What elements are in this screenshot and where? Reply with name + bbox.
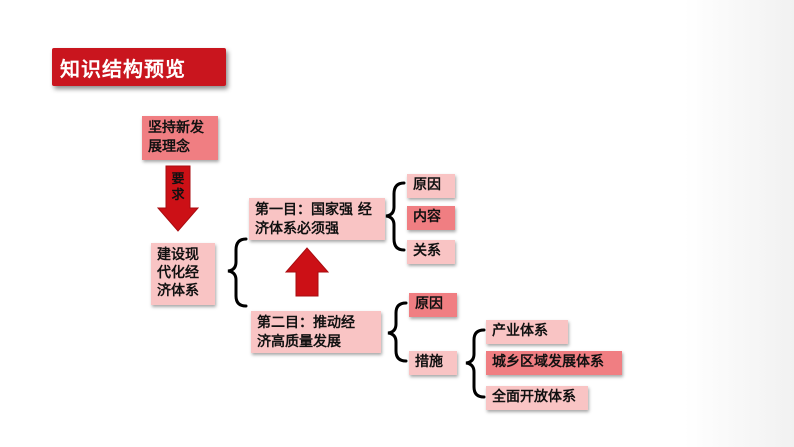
bracket-section2	[387, 301, 408, 363]
down-arrow-icon	[156, 165, 200, 232]
node-open-system: 全面开放体系	[486, 386, 588, 410]
node-s1-relation: 关系	[407, 240, 455, 264]
bracket-economy	[227, 237, 248, 308]
background-gradient	[684, 0, 794, 447]
node-s1-reason: 原因	[407, 174, 455, 198]
node-s1-content: 内容	[407, 206, 455, 230]
node-new-development-idea: 坚持新发 展理念	[142, 116, 218, 160]
title-banner: 知识结构预览	[52, 48, 226, 86]
node-section-2: 第二目：推动经 济高质量发展	[251, 311, 381, 353]
up-arrow-icon	[284, 247, 330, 297]
node-industry-system: 产业体系	[486, 320, 568, 344]
node-modern-economy: 建设现 代化经 济体系	[151, 243, 215, 305]
require-label: 要 求	[171, 172, 185, 203]
node-urban-rural-system: 城乡区域发展体系	[486, 351, 622, 375]
bracket-section1	[385, 181, 406, 252]
bracket-measures	[465, 328, 486, 399]
node-section-1: 第一目：国家强 经 济体系必须强	[249, 198, 385, 240]
node-s2-measures: 措施	[409, 351, 457, 375]
page-title: 知识结构预览	[60, 57, 186, 81]
node-s2-reason: 原因	[409, 293, 457, 317]
